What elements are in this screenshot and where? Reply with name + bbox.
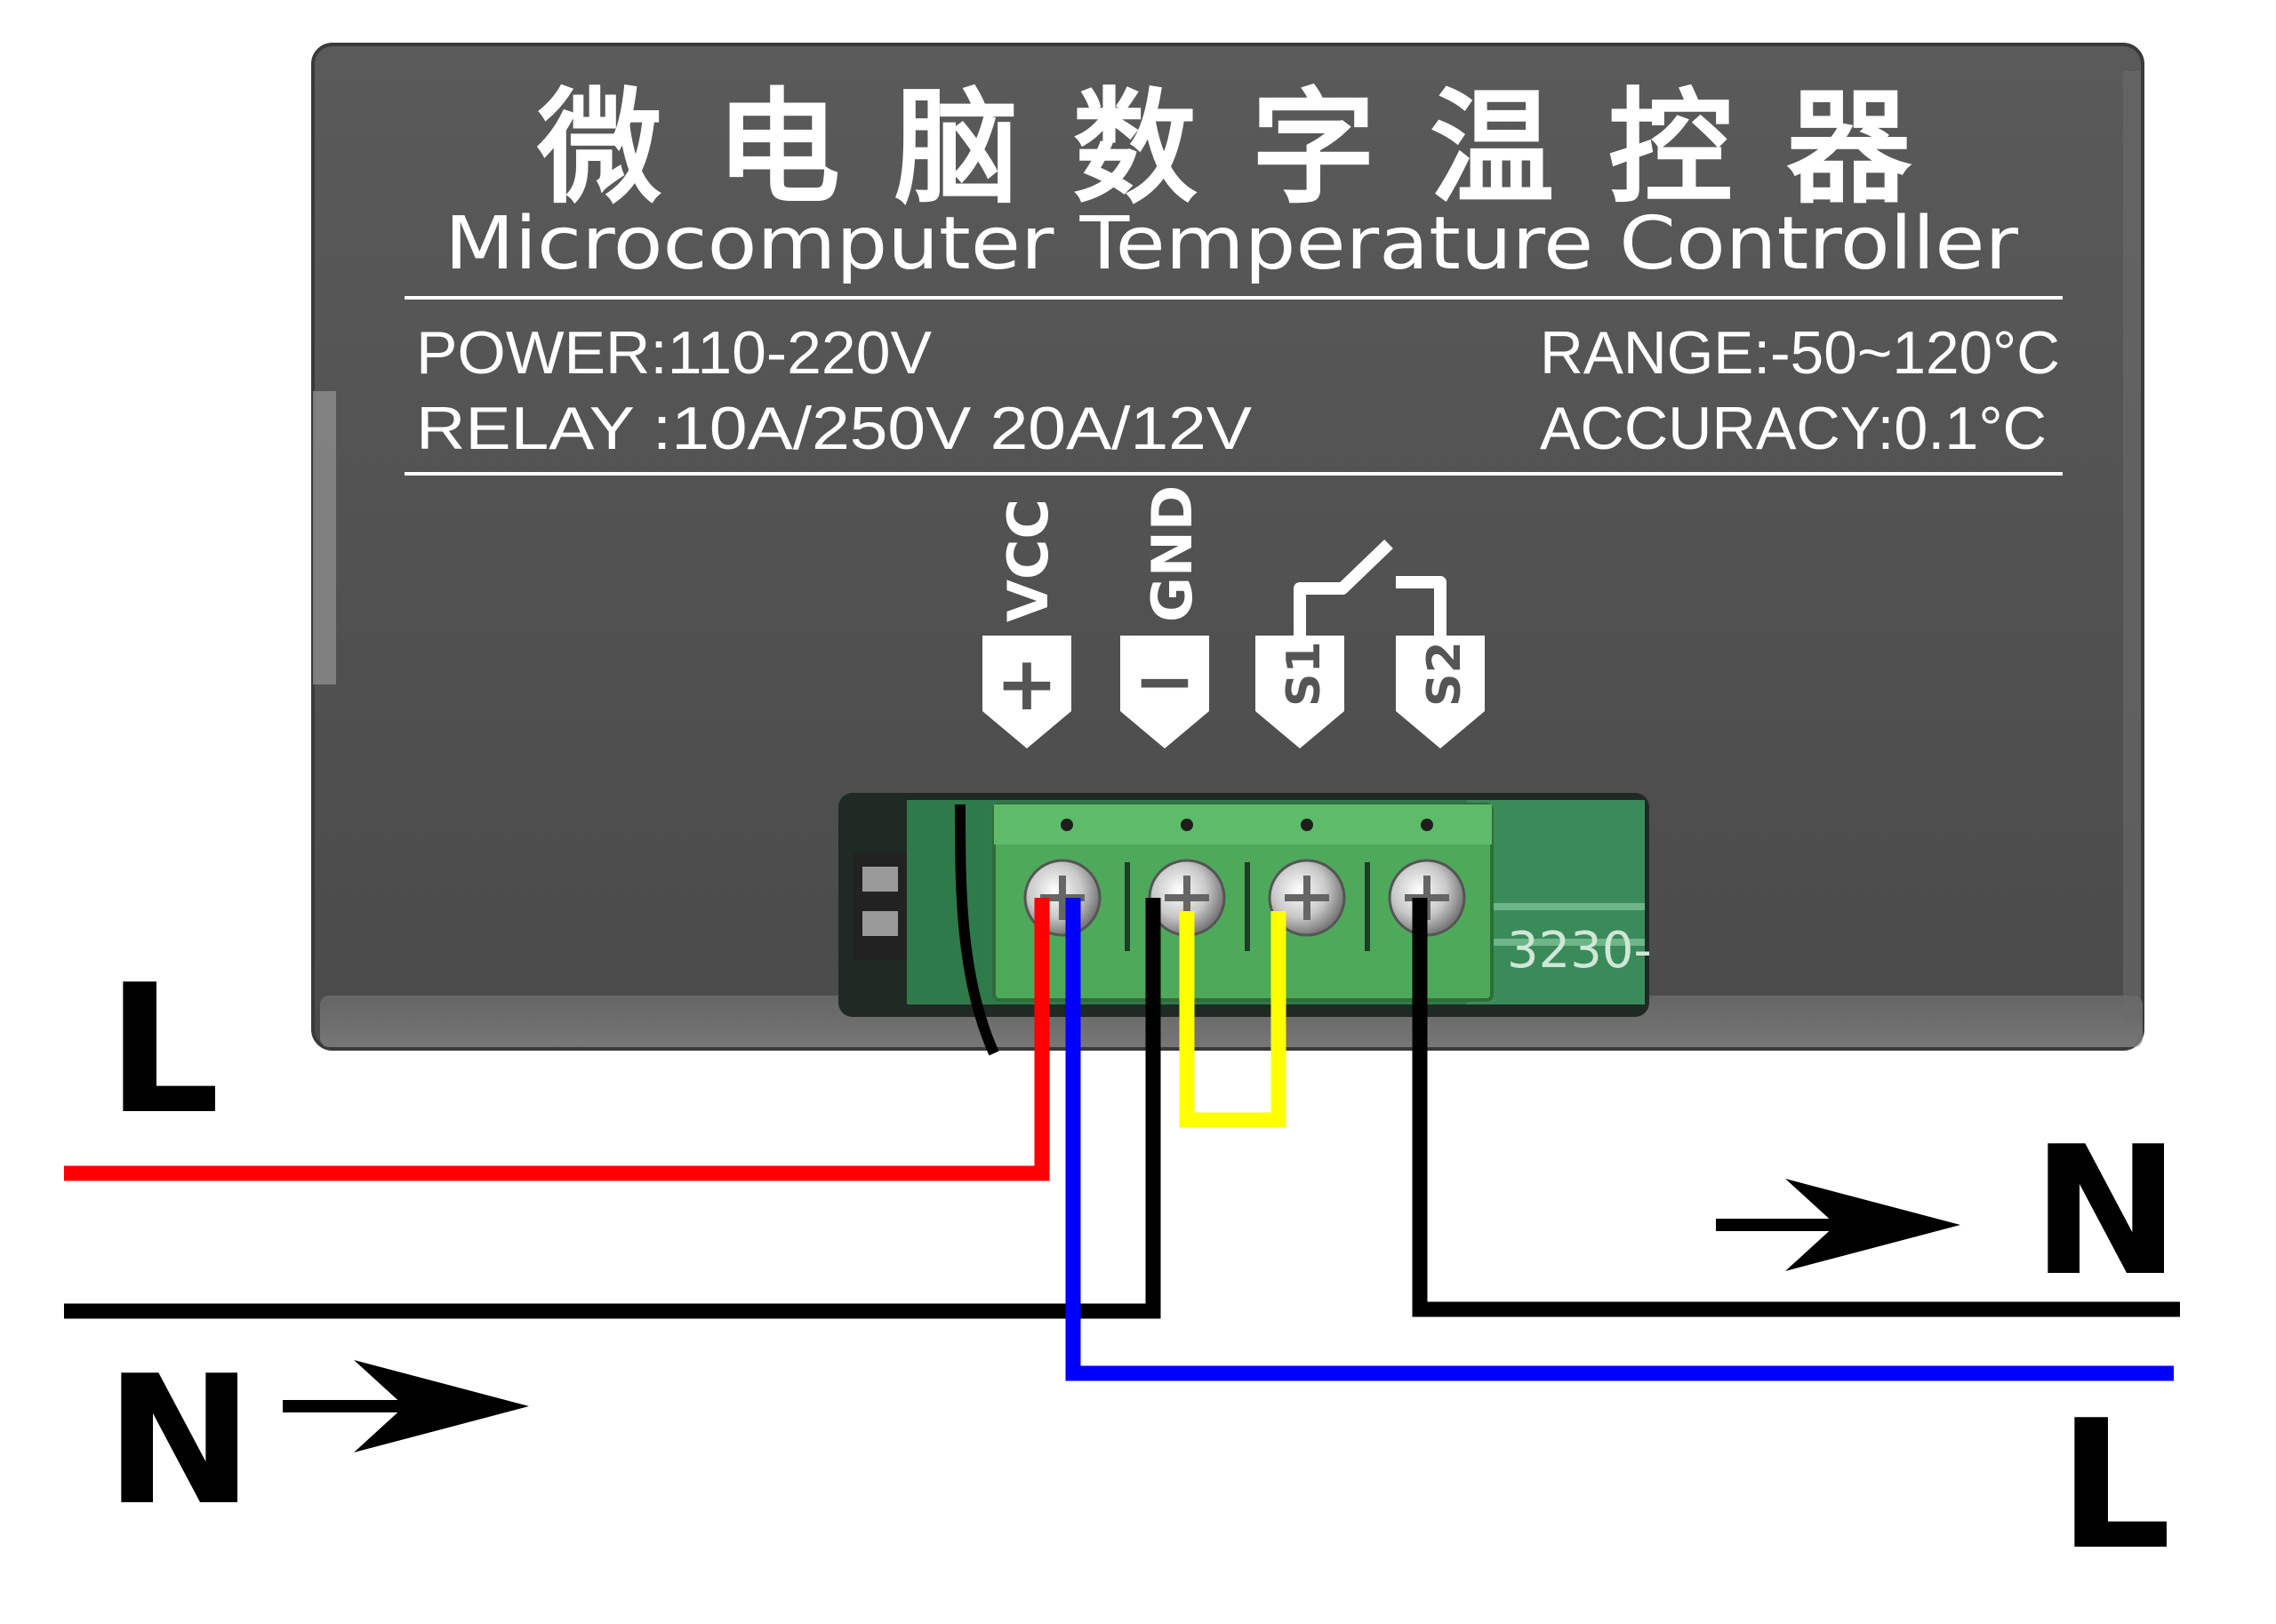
spec-power: POWER:110-220V xyxy=(416,319,933,387)
terminal-tag-s2: S2 xyxy=(1396,636,1485,748)
label-right-top: N xyxy=(2032,1108,2180,1316)
terminal-tag-s1: S1 xyxy=(1255,636,1344,748)
wire-neutral-in xyxy=(64,898,1161,1319)
terminal-label-vcc: VCC xyxy=(996,499,1061,622)
svg-text:+: + xyxy=(996,640,1058,727)
wire-line-out xyxy=(1065,898,2174,1381)
sensor-cable xyxy=(955,804,999,1056)
terminal-tag-gnd: − xyxy=(1120,636,1209,748)
label-right-bottom: L xyxy=(2058,1382,2171,1589)
label-left-top: L xyxy=(107,947,220,1154)
wire-line-in xyxy=(64,898,1050,1181)
terminal-label-gnd: GND xyxy=(1140,485,1205,622)
pcb-label: 3230- xyxy=(1507,922,1652,980)
spec-accuracy: ACCURACY:0.1°C xyxy=(1540,395,2047,462)
svg-text:S2: S2 xyxy=(1418,641,1471,707)
wire-jumper xyxy=(1179,911,1286,1128)
arrow-left-icon xyxy=(283,1360,529,1452)
spec-relay: RELAY :10A/250V 20A/12V xyxy=(416,395,1253,462)
label-left-bottom: N xyxy=(105,1338,253,1545)
controller-case xyxy=(311,43,2144,1051)
relay-contact-symbol xyxy=(1294,539,1447,640)
title-chinese: 微 电 脑 数 字 温 控 器 xyxy=(536,76,1916,221)
arrow-right-icon xyxy=(1716,1179,1960,1271)
svg-text:S1: S1 xyxy=(1278,641,1331,707)
wire-neutral-out xyxy=(1412,898,2180,1317)
terminal-block xyxy=(992,803,1494,1002)
svg-text:−: − xyxy=(1134,637,1196,724)
terminal-tag-vcc: + xyxy=(982,636,1071,748)
screw-terminal-s1 xyxy=(1268,859,1346,937)
title-english: Microcomputer Temperature Controller xyxy=(445,202,2018,286)
spec-range: RANGE:-50~120°C xyxy=(1540,319,2060,387)
